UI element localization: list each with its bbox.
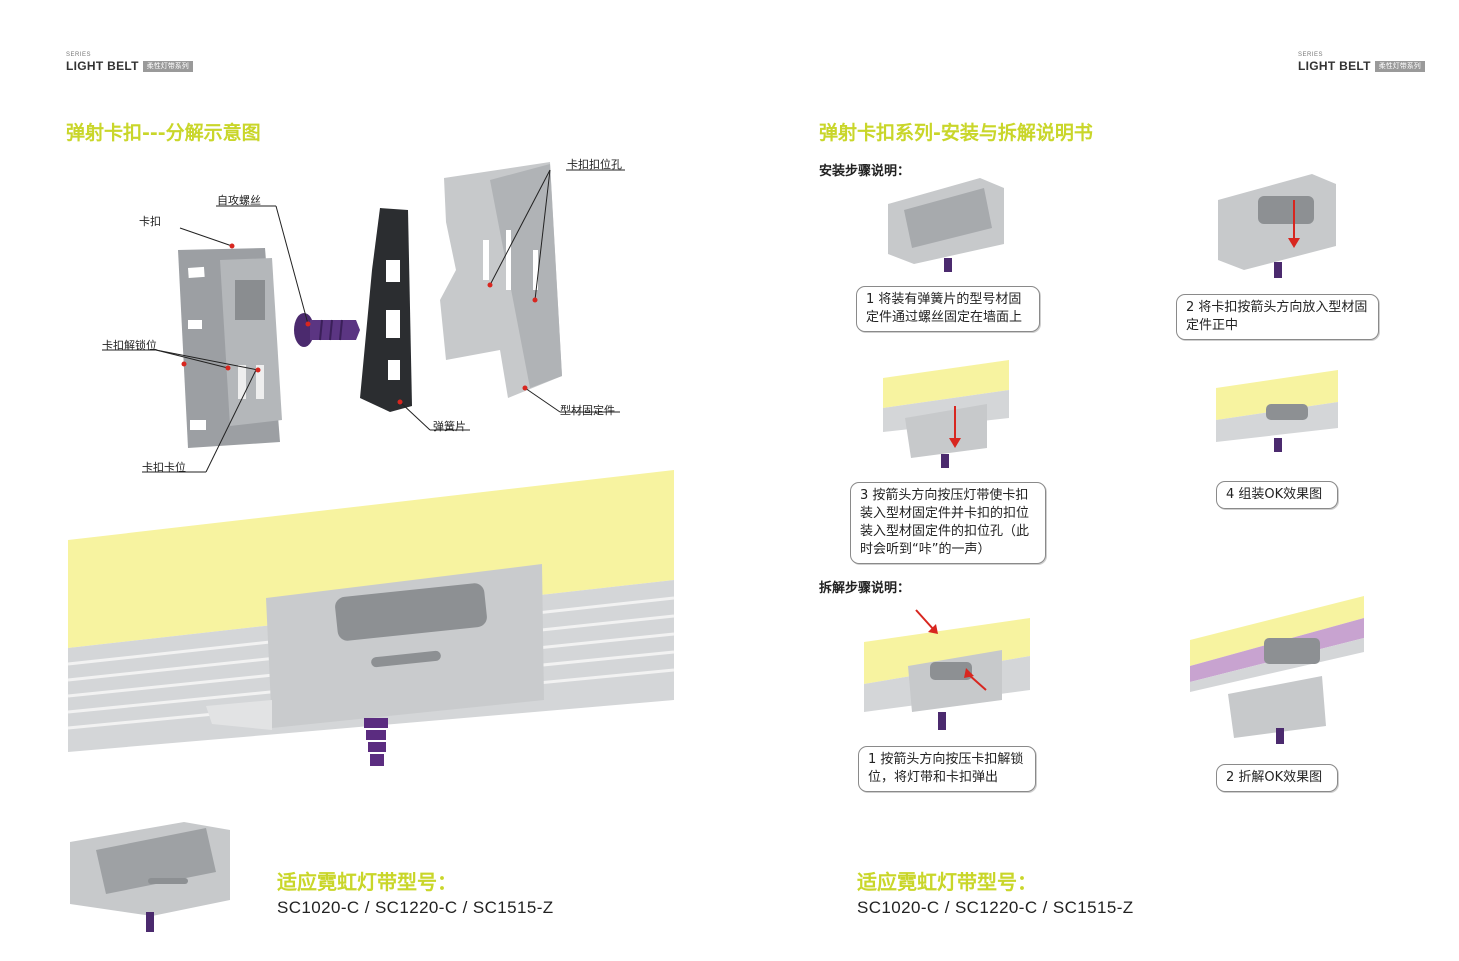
brand-name: LIGHT BELT: [1298, 59, 1371, 73]
install-step3-text: 3 按箭头方向按压灯带使卡扣装入型材固定件并卡扣的扣位装入型材固定件的扣位孔（此…: [850, 482, 1046, 564]
series-tag: 柔性灯带系列: [142, 60, 193, 72]
label-kakou-jiesuowei: 卡扣解锁位: [102, 339, 157, 352]
brand-name: LIGHT BELT: [66, 59, 139, 73]
install-step2-image: [1218, 174, 1336, 278]
remove-step1-image: [864, 609, 1030, 730]
spring-plate-image: [360, 208, 412, 412]
remove-step2-image: [1190, 596, 1364, 744]
install-step3-image: [883, 360, 1009, 468]
remove-step1-text: 1 按箭头方向按压卡扣解锁位，将灯带和卡扣弹出: [858, 746, 1036, 792]
remove-step2-text: 2 折解OK效果图: [1216, 764, 1338, 792]
clip-part-image: [178, 248, 282, 448]
install-step2-text: 2 将卡扣按箭头方向放入型材固定件正中: [1176, 294, 1379, 340]
left-models-list: SC1020-C / SC1220-C / SC1515-Z: [277, 898, 554, 917]
clip-small-render-image: [70, 822, 230, 932]
install-step1-image: [888, 178, 1004, 272]
profile-holder-image: [440, 162, 562, 398]
right-page-title: 弹射卡扣系列-安装与拆解说明书: [819, 122, 1093, 144]
assembled-render-image: [67, 470, 675, 766]
label-kakou-kawei: 卡扣卡位: [142, 461, 186, 474]
install-step4-image: [1216, 370, 1338, 452]
install-step1-text: 1 将装有弹簧片的型号材固定件通过螺丝固定在墙面上: [856, 286, 1040, 332]
label-zigong-luosi: 自攻螺丝: [217, 194, 261, 207]
series-tag: 柔性灯带系列: [1374, 60, 1425, 72]
remove-heading: 拆解步骤说明：: [819, 581, 911, 596]
screw-part-image: [294, 313, 360, 347]
series-label: SERIES: [1298, 52, 1324, 58]
right-models-list: SC1020-C / SC1220-C / SC1515-Z: [857, 898, 1134, 917]
right-models-title: 适应霓虹灯带型号：: [857, 870, 1037, 894]
label-kakou-kongwei: 卡扣扣位孔: [567, 158, 622, 171]
series-logo-right: SERIES LIGHT BELT 柔性灯带系列: [1298, 52, 1425, 73]
series-label: SERIES: [66, 52, 92, 58]
left-page-title: 弹射卡扣---分解示意图: [66, 122, 261, 144]
install-step4-text: 4 组装OK效果图: [1216, 481, 1338, 509]
label-tanhuangpian: 弹簧片: [433, 420, 466, 433]
exploded-diagram: [102, 162, 625, 473]
series-logo-left: SERIES LIGHT BELT 柔性灯带系列: [66, 52, 193, 73]
left-models-title: 适应霓虹灯带型号：: [277, 870, 457, 894]
install-heading: 安装步骤说明：: [819, 164, 911, 179]
label-xingcai-gudingjian: 型材固定件: [560, 404, 615, 417]
label-kakou: 卡扣: [139, 215, 161, 228]
